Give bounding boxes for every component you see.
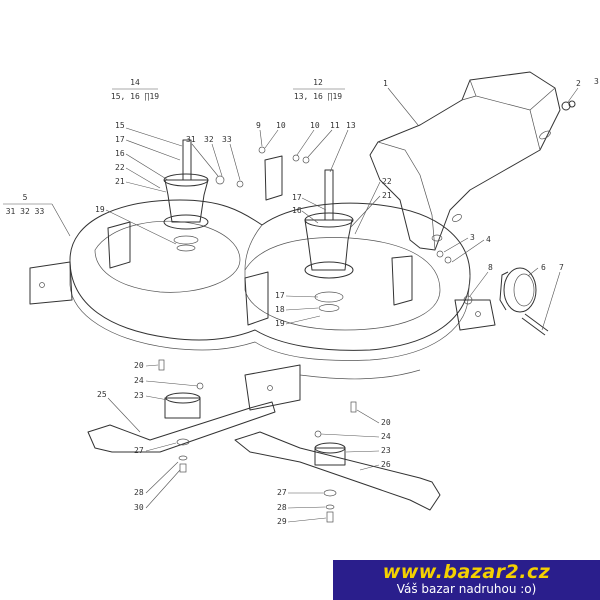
- assembly-14-number: 14: [130, 78, 140, 87]
- callout-18: 18: [275, 305, 285, 314]
- callout-23: 23: [134, 391, 144, 400]
- fasteners: [158, 100, 576, 438]
- callout-6: 6: [541, 263, 546, 272]
- callout-10b: 10: [310, 121, 320, 130]
- callout-15: 15: [115, 121, 125, 130]
- spindle-left-icon: [163, 139, 209, 252]
- callout-24: 24: [134, 376, 144, 385]
- callout-labels: 1 2 3 3 4 6 7 8 9 10 10 11 13 15 16 16 1…: [95, 77, 599, 526]
- callout-27b: 27: [277, 488, 287, 497]
- callout-11: 11: [330, 121, 340, 130]
- callout-10: 10: [276, 121, 286, 130]
- callout-19: 19: [95, 205, 105, 214]
- pulley-icon: [499, 267, 549, 336]
- callout-23b: 23: [381, 446, 391, 455]
- callout-20b: 20: [381, 418, 391, 427]
- spindle-right-icon: [304, 169, 354, 312]
- callout-9: 9: [256, 121, 261, 130]
- blade-right-icon: [234, 431, 441, 523]
- assembly-label-5: 5 31 32 33: [3, 193, 71, 237]
- callout-21: 21: [115, 177, 125, 186]
- watermark-banner: www.bazar2.cz Váš bazar nadruhou :o): [333, 560, 600, 600]
- callout-8: 8: [488, 263, 493, 272]
- callout-3: 3: [594, 77, 599, 86]
- callout-16b: 16: [292, 206, 302, 215]
- blade-left-icon: [87, 392, 276, 473]
- callout-22: 22: [115, 163, 125, 172]
- callout-3b: 3: [470, 233, 475, 242]
- callout-13: 13: [346, 121, 356, 130]
- callout-27: 27: [134, 446, 144, 455]
- callout-29: 29: [277, 517, 287, 526]
- callout-17c: 17: [275, 291, 285, 300]
- callout-26: 26: [381, 460, 391, 469]
- deck-housing-icon: [29, 155, 496, 411]
- callout-20: 20: [134, 361, 144, 370]
- callout-22b: 22: [382, 177, 392, 186]
- assembly-5-number: 5: [23, 193, 28, 202]
- callout-4: 4: [486, 235, 491, 244]
- banner-subtitle: Váš bazar nadruhou :o): [396, 582, 537, 596]
- callout-17b: 17: [292, 193, 302, 202]
- callout-33: 33: [222, 135, 232, 144]
- assembly-12-refs: 13, 16 ∏19: [294, 92, 342, 101]
- callout-28: 28: [134, 488, 144, 497]
- callout-32: 32: [204, 135, 214, 144]
- callout-17: 17: [115, 135, 125, 144]
- callout-24b: 24: [381, 432, 391, 441]
- callout-25: 25: [97, 390, 107, 399]
- belt-cover-icon: [369, 71, 561, 251]
- banner-title: www.bazar2.cz: [382, 561, 551, 583]
- callout-1: 1: [383, 79, 388, 88]
- assembly-14-refs: 15, 16 ∏19: [111, 92, 159, 101]
- callout-30: 30: [134, 503, 144, 512]
- callout-21b: 21: [382, 191, 392, 200]
- callout-7: 7: [559, 263, 564, 272]
- callout-2: 2: [576, 79, 581, 88]
- callout-28b: 28: [277, 503, 287, 512]
- callout-19b: 19: [275, 319, 285, 328]
- assembly-label-14: 14 15, 16 ∏19: [111, 78, 159, 101]
- callout-31: 31: [186, 135, 196, 144]
- assembly-label-12: 12 13, 16 ∏19: [293, 78, 345, 101]
- callout-16: 16: [115, 149, 125, 158]
- assembly-12-number: 12: [313, 78, 323, 87]
- assembly-5-refs: 31 32 33: [6, 207, 45, 216]
